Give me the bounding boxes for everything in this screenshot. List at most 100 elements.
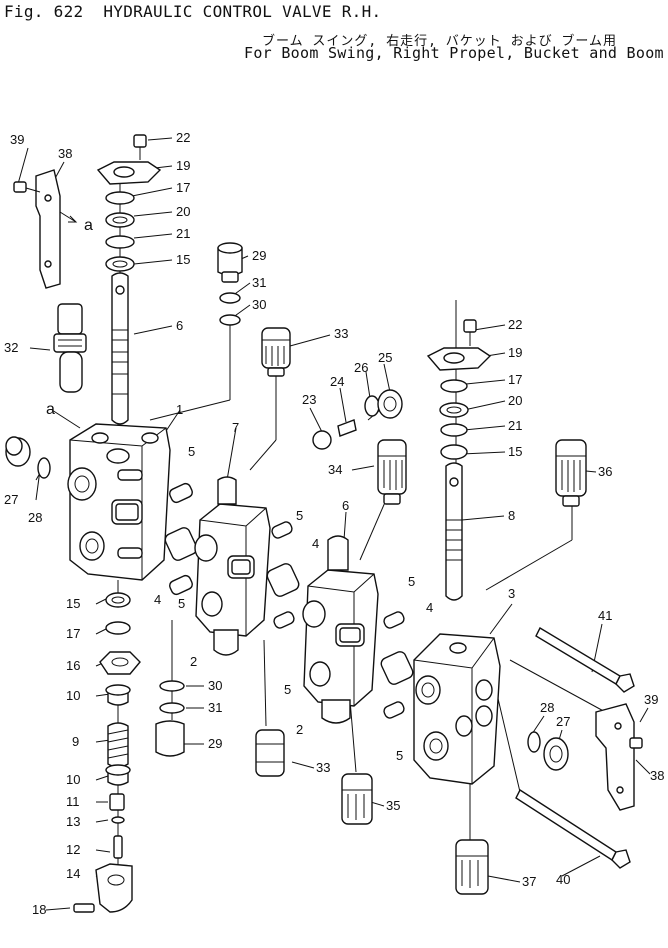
callout-34: 34 — [328, 462, 342, 477]
bottom-middle-parts — [155, 680, 489, 895]
plug-27-right — [543, 737, 569, 771]
figure-title: Fig. 622 HYDRAULIC CONTROL VALVE R.H. — [4, 2, 381, 21]
valve-37 — [455, 839, 489, 895]
callout-5: 5 — [408, 574, 415, 589]
callout-36: 36 — [598, 464, 612, 479]
subtitle-japanese: ブーム スイング, 右走行, バケット および ブーム用 — [262, 34, 618, 49]
right-side-parts — [527, 703, 643, 811]
cover-14 — [95, 863, 133, 913]
tie-bolt-40 — [515, 788, 617, 862]
valve-section-4 — [413, 633, 501, 785]
callout-4: 4 — [426, 600, 433, 615]
callout-30: 30 — [208, 678, 222, 693]
callout-41: 41 — [598, 608, 612, 623]
callout-40: 40 — [556, 872, 570, 887]
callout-39: 39 — [644, 692, 658, 707]
callout-18: 18 — [32, 902, 46, 917]
bolt-39-right — [629, 737, 643, 749]
valve-33-bottom — [255, 729, 285, 777]
callout-29: 29 — [208, 736, 222, 751]
bolt-18 — [73, 903, 95, 913]
subtitle-english: For Boom Swing, Right Propel, Bucket and… — [244, 44, 664, 62]
valve-34 — [377, 439, 407, 505]
callout-28: 28 — [28, 510, 42, 525]
figure-number: Fig. 622 — [4, 2, 84, 21]
callout-8: 8 — [508, 508, 515, 523]
callout-28: 28 — [540, 700, 554, 715]
bracket-38-top-left — [13, 169, 78, 289]
seal-15-left — [105, 256, 135, 272]
plug-29-bottom — [155, 720, 185, 757]
callout-31: 31 — [208, 700, 222, 715]
left-spool-assembly — [96, 134, 162, 425]
callout-4: 4 — [312, 536, 319, 551]
relief-valve-32 — [53, 303, 87, 393]
callout-21: 21 — [508, 418, 522, 433]
callout-labels: 39 38 a 22 19 17 20 21 15 29 31 30 6 32 … — [4, 130, 664, 917]
poppet-23 — [312, 430, 332, 450]
callout-10: 10 — [66, 772, 80, 787]
seal-20-right — [439, 402, 469, 418]
check-valve-parts — [312, 389, 403, 450]
callout-1: 1 — [176, 402, 183, 417]
callout-39: 39 — [10, 132, 24, 147]
figure-heading: HYDRAULIC CONTROL VALVE R.H. — [103, 2, 382, 21]
ring-21-left — [105, 235, 135, 249]
bottom-left-stack — [73, 592, 141, 913]
ring-21-right — [440, 423, 468, 437]
callout-2: 2 — [190, 654, 197, 669]
spool-6-head — [327, 535, 349, 571]
bolt-22-right — [463, 319, 477, 333]
valve-35 — [341, 773, 373, 825]
plug-29-top — [217, 242, 243, 326]
valve-33-top — [261, 327, 291, 377]
callout-a: a — [84, 217, 93, 234]
valve-36 — [555, 439, 587, 507]
bracket-38-right — [595, 703, 635, 811]
callout-32: 32 — [4, 340, 18, 355]
callout-38: 38 — [650, 768, 664, 783]
seal-20-left — [105, 212, 135, 228]
oring-26 — [364, 395, 380, 417]
callout-5: 5 — [178, 596, 185, 611]
bolt-22-top-left — [133, 134, 147, 148]
callout-16: 16 — [66, 658, 80, 673]
callout-23: 23 — [302, 392, 316, 407]
callout-5: 5 — [396, 748, 403, 763]
callout-4: 4 — [154, 592, 161, 607]
callout-3: 3 — [508, 586, 515, 601]
oring-17-left — [105, 191, 135, 205]
gaskets-between-2-and-3 — [266, 521, 300, 629]
callout-26: 26 — [354, 360, 368, 375]
oring-28-left — [37, 457, 51, 479]
callout-11: 11 — [66, 794, 80, 809]
callout-5: 5 — [188, 444, 195, 459]
callout-20: 20 — [176, 204, 190, 219]
callout-9: 9 — [72, 734, 79, 749]
callout-15: 15 — [66, 596, 80, 611]
callout-a: a — [46, 401, 55, 418]
callout-12: 12 — [66, 842, 80, 857]
spring-24 — [337, 419, 357, 437]
spring-9 — [107, 722, 129, 768]
callout-7: 7 — [232, 420, 239, 435]
callout-13: 13 — [66, 814, 80, 829]
spool-6-left — [111, 272, 129, 425]
callout-31: 31 — [252, 275, 266, 290]
callout-10: 10 — [66, 688, 80, 703]
spool-8 — [445, 462, 463, 601]
callout-29: 29 — [252, 248, 266, 263]
callout-6: 6 — [176, 318, 183, 333]
callout-30: 30 — [252, 297, 266, 312]
plug-25 — [377, 389, 403, 419]
valve-section-2 — [194, 476, 271, 656]
callout-37: 37 — [522, 874, 536, 889]
valve-section-1 — [67, 423, 171, 581]
callout-27: 27 — [4, 492, 18, 507]
callout-2: 2 — [296, 722, 303, 737]
oring-30-top — [219, 314, 241, 326]
callout-20: 20 — [508, 393, 522, 408]
right-spool-assembly — [426, 319, 492, 601]
callout-35: 35 — [386, 798, 400, 813]
